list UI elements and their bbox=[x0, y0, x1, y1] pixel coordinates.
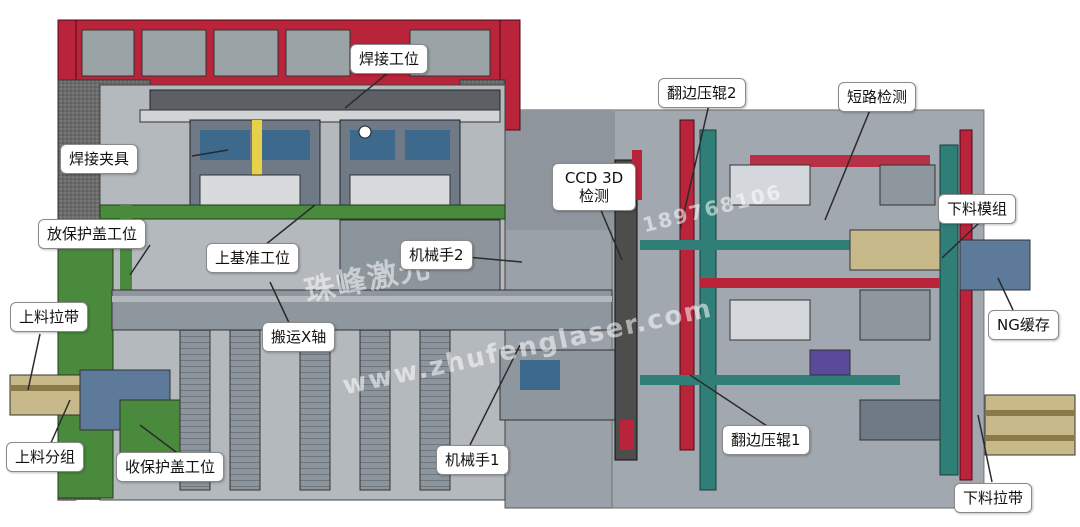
label-robot-2: 机械手2 bbox=[400, 240, 473, 270]
label-ng-buffer: NG缓存 bbox=[988, 310, 1059, 340]
label-short-circuit-test: 短路检测 bbox=[838, 82, 917, 112]
label-loading-group: 上料分组 bbox=[6, 442, 85, 472]
label-transfer-x-axis: 搬运X轴 bbox=[262, 322, 336, 352]
label-place-cover-station: 放保护盖工位 bbox=[38, 219, 147, 249]
label-welding-fixture: 焊接夹具 bbox=[60, 144, 139, 174]
label-remove-cover-station: 收保护盖工位 bbox=[116, 452, 225, 482]
label-unloading-belt: 下料拉带 bbox=[954, 483, 1033, 513]
label-welding-station: 焊接工位 bbox=[350, 44, 429, 74]
leader-lines bbox=[27, 66, 1014, 483]
green-beam bbox=[99, 204, 506, 220]
label-robot-1: 机械手1 bbox=[436, 445, 509, 475]
label-upper-reference-station: 上基准工位 bbox=[206, 243, 300, 273]
label-flange-roller-1: 翻边压辊1 bbox=[722, 425, 810, 455]
label-unload-module: 下料模组 bbox=[938, 194, 1017, 224]
label-ccd-3d-inspection: CCD 3D 检测 bbox=[552, 163, 636, 211]
label-flange-roller-2: 翻边压辊2 bbox=[658, 78, 746, 108]
label-loading-belt: 上料拉带 bbox=[10, 302, 89, 332]
